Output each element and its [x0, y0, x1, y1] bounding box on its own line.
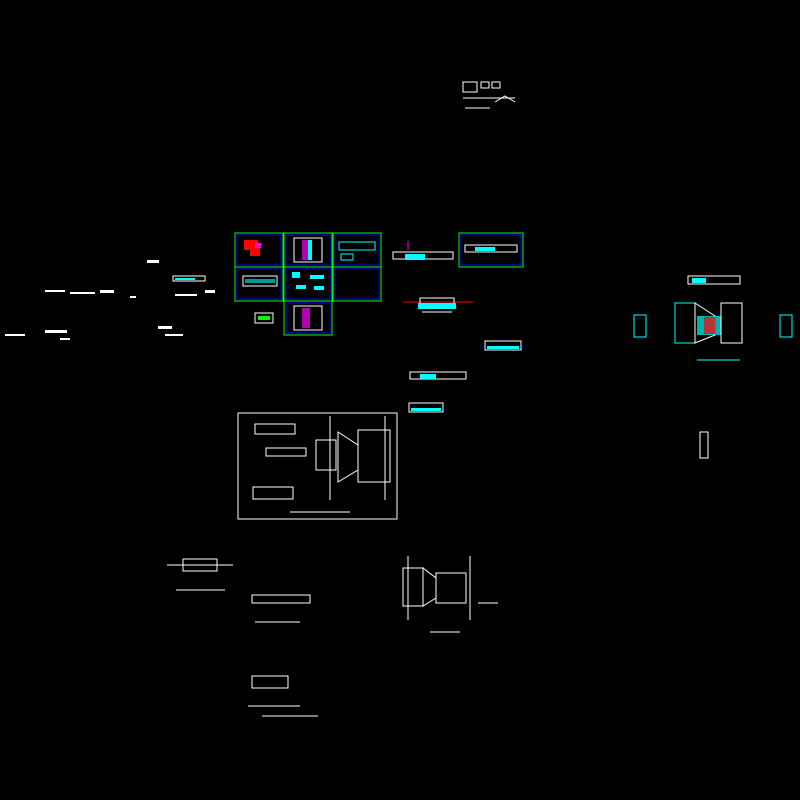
sheet-6[interactable]	[332, 266, 382, 302]
sheet-grid	[234, 232, 524, 336]
detail-sheet[interactable]	[237, 412, 398, 520]
top-legend-block	[462, 81, 516, 109]
plan-view	[633, 275, 793, 459]
sheet-5[interactable]	[283, 266, 333, 302]
left-notes	[5, 260, 215, 340]
lower-details	[167, 556, 498, 717]
sheet-8[interactable]	[458, 232, 524, 268]
sheet-7[interactable]	[283, 300, 333, 336]
small-block[interactable]	[254, 312, 274, 324]
bridge-elevations	[172, 241, 522, 413]
sheet-4[interactable]	[234, 266, 284, 302]
